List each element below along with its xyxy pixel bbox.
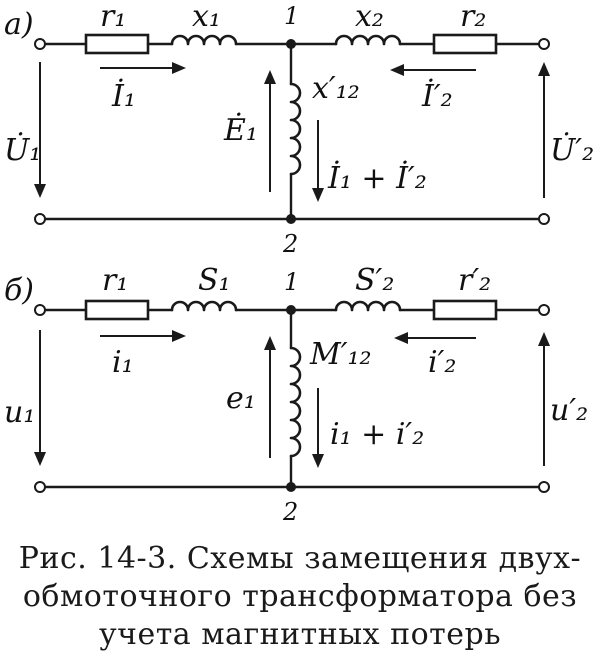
inductor-x12 bbox=[289, 82, 302, 176]
label-x2: x₂ bbox=[355, 0, 384, 34]
resistor-r2 bbox=[432, 299, 498, 321]
arrow-head bbox=[172, 62, 186, 74]
terminal bbox=[34, 304, 46, 316]
label-branch-current: İ₁ + İ′₂ bbox=[327, 160, 427, 196]
arrow-head bbox=[390, 64, 404, 76]
node-2-label: 2 bbox=[282, 498, 298, 526]
equivalent-circuits-figure: а) r₁ x₁ 1 x₂ r₂ x′₁₂ 2 İ₁ bbox=[4, 0, 594, 526]
terminal bbox=[538, 38, 550, 50]
arrow-head bbox=[538, 332, 550, 346]
label-r1: r₁ bbox=[100, 0, 126, 34]
node-2-label: 2 bbox=[282, 230, 298, 258]
label-u1: u₁ bbox=[4, 395, 35, 430]
terminal bbox=[34, 38, 46, 50]
terminal bbox=[538, 481, 550, 493]
caption-line: Рис. 14-3. Схемы замещения двух- bbox=[18, 541, 582, 576]
arrow-head bbox=[394, 332, 408, 344]
node-1-label: 1 bbox=[284, 2, 299, 30]
label-s1: S₁ bbox=[198, 263, 231, 298]
label-u2: U̇′₂ bbox=[550, 133, 594, 168]
arrow-head bbox=[312, 188, 324, 202]
label-u2: u′₂ bbox=[550, 393, 588, 428]
arrow-head bbox=[34, 184, 46, 198]
label-branch-current: i₁ + i′₂ bbox=[330, 417, 424, 452]
label-e1: e₁ bbox=[226, 381, 256, 416]
label-x12: x′₁₂ bbox=[312, 71, 360, 106]
label-i1: İ₁ bbox=[111, 78, 136, 114]
node-2 bbox=[286, 214, 296, 224]
label-e1: Ė₁ bbox=[223, 112, 258, 148]
arrow-head bbox=[538, 62, 550, 76]
arrow-head bbox=[34, 452, 46, 466]
circuit-b-tag: б) bbox=[4, 273, 34, 308]
node-1 bbox=[286, 39, 296, 49]
arrow-head bbox=[172, 330, 186, 342]
arrow-head bbox=[312, 454, 324, 468]
circuit-a-tag: а) bbox=[4, 7, 34, 42]
inductor-x2 bbox=[334, 34, 402, 46]
label-m12: M′₁₂ bbox=[309, 337, 372, 372]
node-1-label: 1 bbox=[284, 268, 299, 296]
label-s2: S′₂ bbox=[355, 263, 394, 298]
node-1 bbox=[286, 305, 296, 315]
label-r2: r₂ bbox=[460, 0, 486, 34]
label-r1: r₁ bbox=[102, 263, 128, 298]
terminal bbox=[538, 213, 550, 225]
label-i2: İ′₂ bbox=[421, 78, 453, 114]
terminal bbox=[34, 213, 46, 225]
terminal bbox=[538, 304, 550, 316]
arrow-head bbox=[264, 70, 276, 84]
terminal bbox=[34, 481, 46, 493]
label-i1: i₁ bbox=[112, 345, 134, 380]
figure-caption: Рис. 14-3. Схемы замещения двух- обмоточ… bbox=[0, 540, 600, 654]
caption-line: обмоточного трансформатора без bbox=[22, 579, 578, 614]
resistor-r1 bbox=[84, 299, 150, 321]
label-i2: i′₂ bbox=[428, 345, 456, 380]
caption-line: учета магнитных потерь bbox=[98, 617, 502, 652]
circuit-b: б) r₁ S₁ 1 S′₂ r′₂ M′₁₂ 2 i₁ i′₂ bbox=[4, 263, 588, 526]
node-2 bbox=[286, 482, 296, 492]
label-x1: x₁ bbox=[192, 0, 221, 34]
arrow-head bbox=[264, 336, 276, 350]
inductor-m12 bbox=[289, 346, 302, 458]
label-r2: r′₂ bbox=[458, 263, 491, 298]
inductor-x1 bbox=[170, 34, 238, 46]
resistor-r2 bbox=[432, 33, 498, 55]
inductor-s1 bbox=[170, 300, 238, 312]
circuit-a: а) r₁ x₁ 1 x₂ r₂ x′₁₂ 2 İ₁ bbox=[4, 0, 594, 258]
inductor-s2 bbox=[334, 300, 402, 312]
resistor-r1 bbox=[84, 33, 150, 55]
label-u1: U̇₁ bbox=[4, 133, 41, 168]
